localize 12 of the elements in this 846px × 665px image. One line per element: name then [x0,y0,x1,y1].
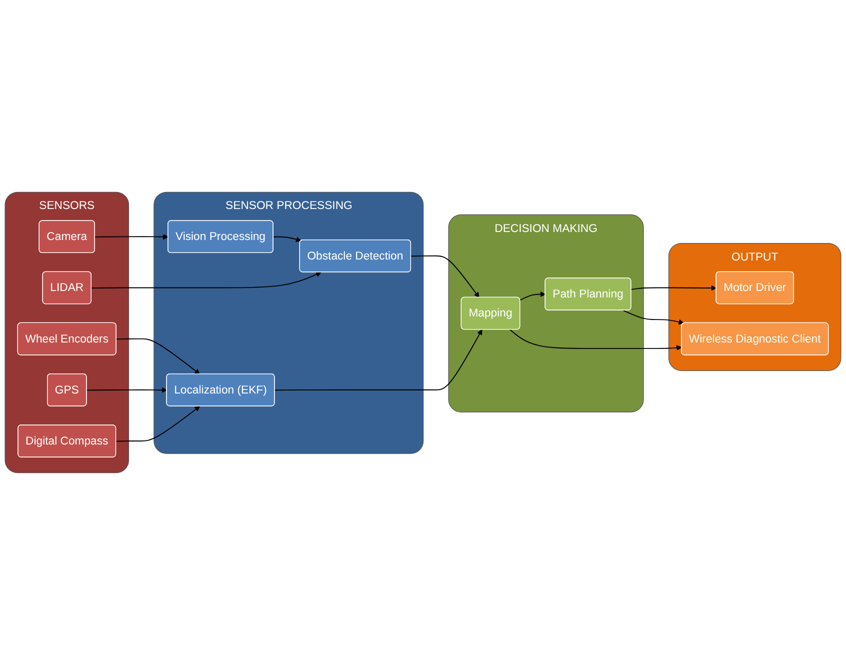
arrow [94,234,168,240]
arrow [116,338,200,374]
arrow [274,329,482,391]
arrow [410,255,480,298]
arrow [630,285,717,291]
arrow [510,329,682,351]
arrow [622,310,684,325]
arrow [116,406,200,442]
arrow [520,291,546,301]
arrow [272,236,302,242]
arrow [86,387,168,393]
arrow [91,272,322,289]
